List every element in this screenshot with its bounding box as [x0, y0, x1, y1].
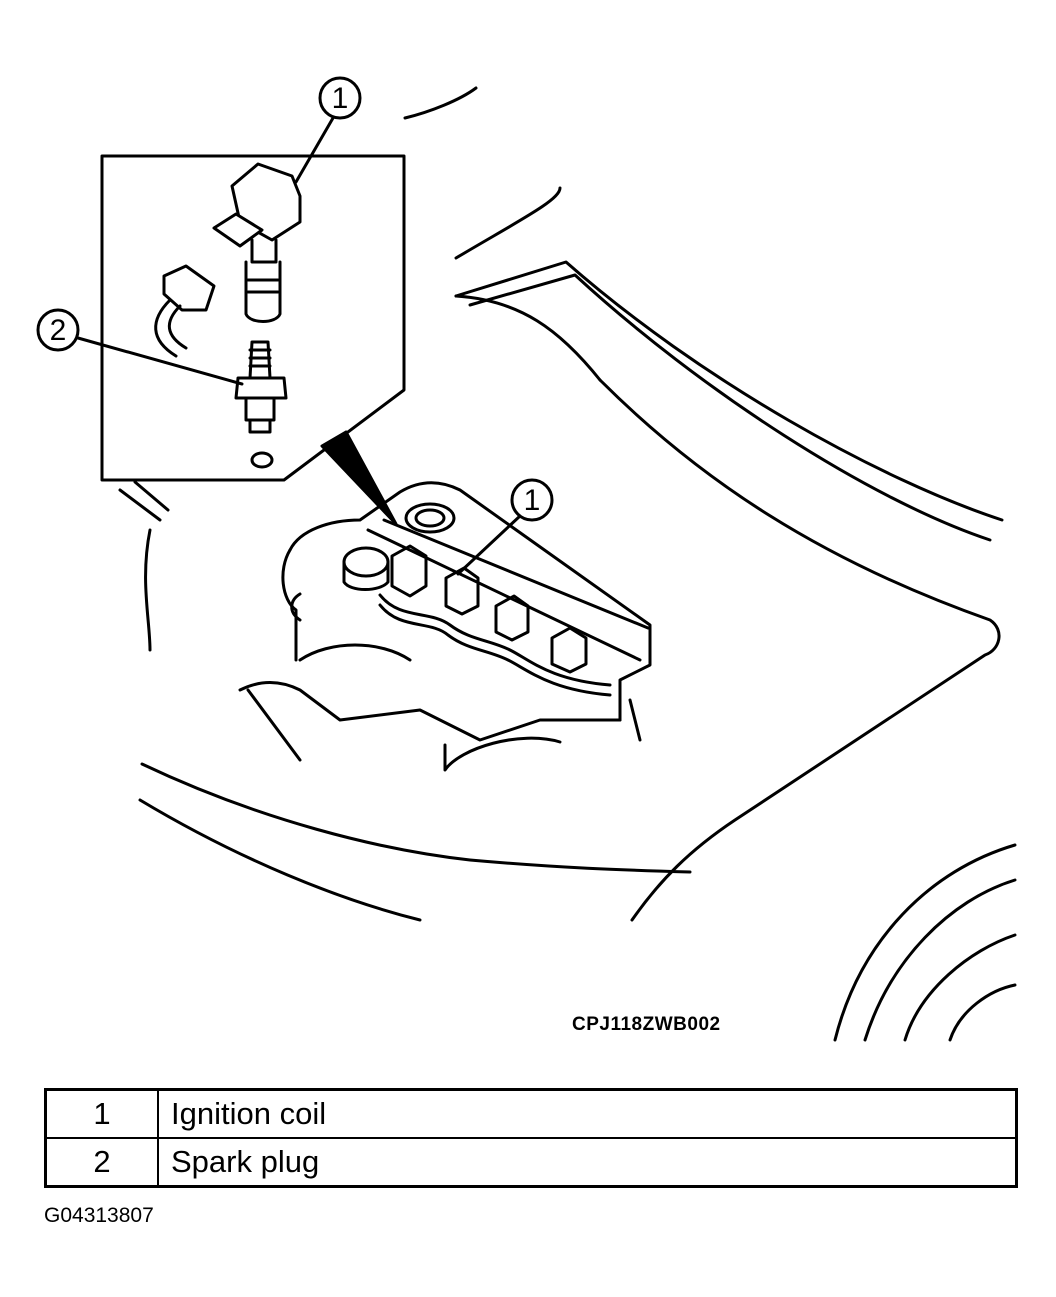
callout-2: 2 — [36, 308, 244, 386]
ignition-coil-row — [378, 544, 612, 697]
callout-1-engine: 1 — [456, 478, 554, 576]
legend-table: 1 Ignition coil 2 Spark plug — [44, 1088, 1018, 1188]
callout-1-engine-number: 1 — [524, 484, 541, 517]
coil-1 — [390, 544, 428, 598]
legend-number: 1 — [44, 1088, 159, 1139]
legend-row: 1 Ignition coil — [44, 1088, 1018, 1139]
inset-pointer — [320, 430, 398, 526]
engine-ignition-diagram: 1 2 1 — [36, 76, 1017, 1042]
engine-cylinder-head — [238, 481, 652, 772]
legend-row: 2 Spark plug — [44, 1137, 1018, 1188]
coil-4 — [550, 626, 588, 674]
legend-label: Ignition coil — [157, 1088, 1018, 1139]
callout-2-number: 2 — [50, 314, 67, 347]
inset-detail-box — [100, 154, 406, 482]
callout-1-top-number: 1 — [332, 82, 349, 115]
legend-label: Spark plug — [157, 1137, 1018, 1188]
figure-code: CPJ118ZWB002 — [572, 1014, 721, 1035]
coil-3 — [494, 594, 530, 642]
callout-1-top: 1 — [294, 76, 362, 184]
legend-number: 2 — [44, 1137, 159, 1188]
vehicle-body-outline — [118, 86, 1017, 1042]
reference-code: G04313807 — [44, 1204, 154, 1227]
